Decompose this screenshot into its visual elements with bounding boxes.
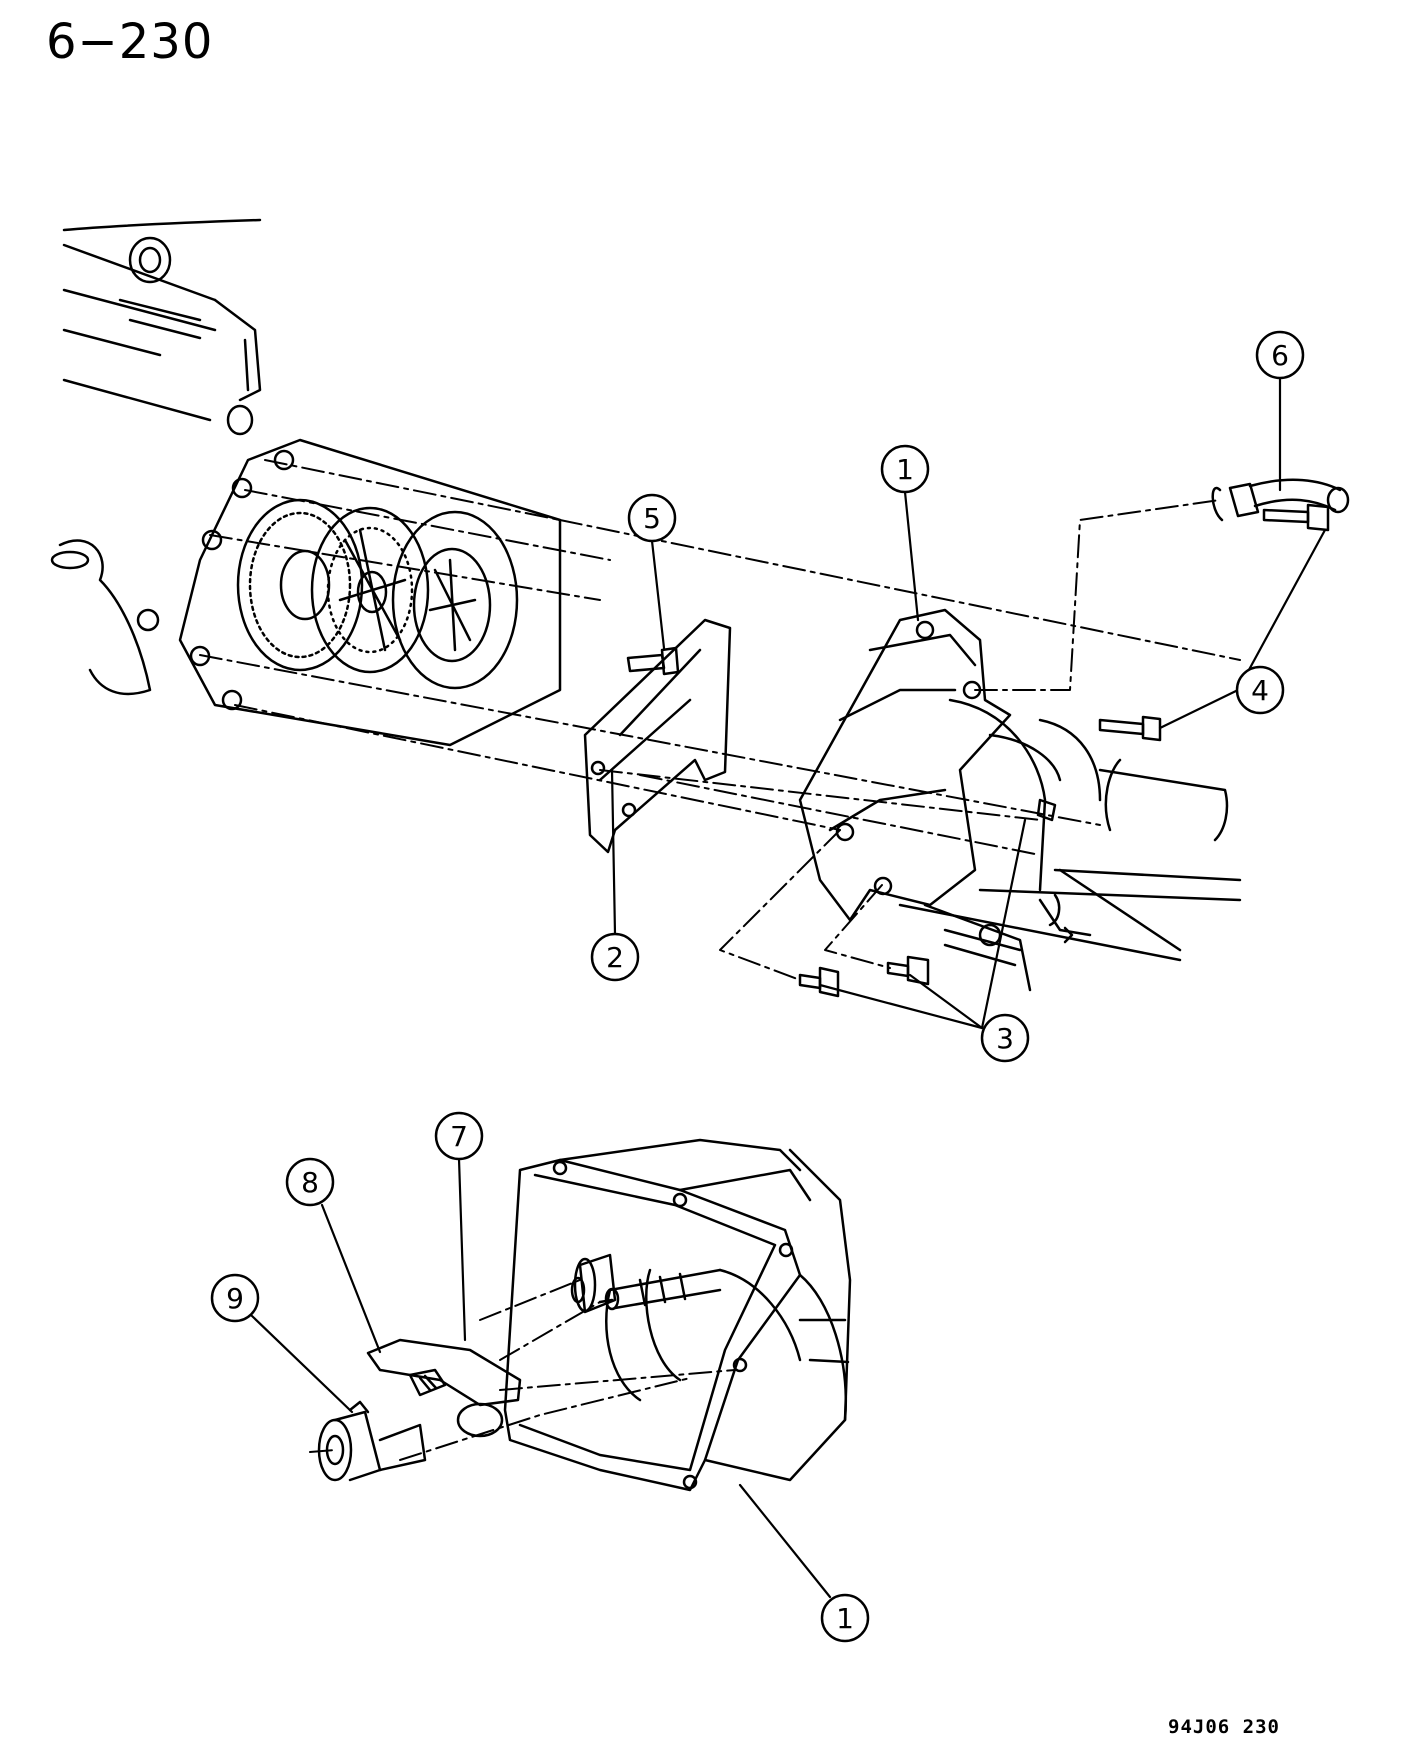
leader-lines [250, 376, 1327, 1599]
svg-text:1: 1 [836, 1602, 854, 1635]
pilot-bearing [570, 1253, 617, 1314]
svg-text:1: 1 [896, 453, 914, 486]
svg-text:7: 7 [450, 1120, 468, 1153]
callout-1-lower: 1 [820, 1593, 870, 1643]
engine-block-drawing [50, 218, 262, 696]
svg-text:3: 3 [996, 1022, 1014, 1055]
flywheel [236, 498, 364, 672]
svg-text:8: 8 [301, 1166, 319, 1199]
callout-4: 4 [1235, 665, 1285, 715]
callout-3: 3 [980, 1013, 1030, 1063]
callout-7: 7 [434, 1111, 484, 1161]
bell-housing-flange [178, 438, 562, 747]
alignment-lines-upper [199, 459, 1241, 981]
clutch-disc [310, 506, 430, 674]
transmission-case-lower [503, 1138, 852, 1492]
bolt-5 [626, 646, 680, 676]
callout-8: 8 [285, 1157, 335, 1207]
svg-text:6: 6 [1271, 339, 1289, 372]
bolt-4 [1098, 715, 1162, 742]
figure-code: 94J06 230 [1168, 1716, 1280, 1738]
callout-1-upper: 1 [880, 444, 930, 494]
svg-text:9: 9 [226, 1282, 244, 1315]
input-shaft [598, 1268, 722, 1311]
callout-9: 9 [210, 1273, 260, 1323]
callout-6: 6 [1255, 330, 1305, 380]
svg-text:2: 2 [606, 941, 624, 974]
release-bearing-9 [317, 1400, 427, 1482]
svg-text:5: 5 [643, 502, 661, 535]
bolts-3 [798, 798, 1057, 998]
release-fork-8 [366, 1338, 522, 1438]
callout-2: 2 [590, 932, 640, 982]
alignment-lines-lower [309, 1279, 736, 1461]
svg-text:4: 4 [1251, 674, 1269, 707]
callout-5: 5 [627, 493, 677, 543]
transmission-case-upper [798, 608, 1242, 992]
dust-shield [583, 618, 732, 854]
hose-fitting-6 [1211, 478, 1350, 532]
page-number: 6−230 [46, 14, 214, 70]
